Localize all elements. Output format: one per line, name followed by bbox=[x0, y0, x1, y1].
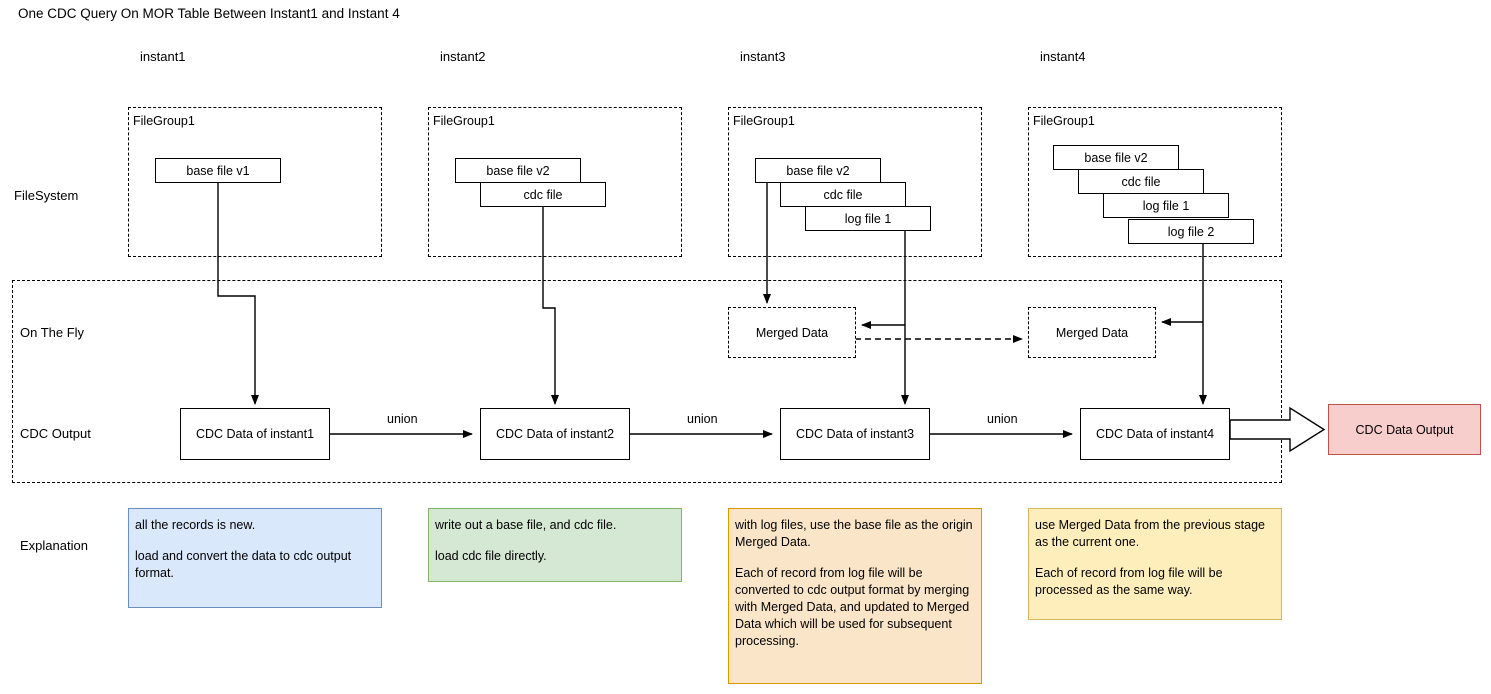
explanation-box-instant4: use Merged Data from the previous stage … bbox=[1028, 508, 1282, 620]
cdc-node-instant4[interactable]: CDC Data of instant4 bbox=[1080, 408, 1230, 460]
file-group-instant4: FileGroup1 bbox=[1028, 107, 1282, 257]
file-box-base-file-v2[interactable]: base file v2 bbox=[755, 158, 881, 183]
file-group-title: FileGroup1 bbox=[133, 114, 195, 128]
file-group-instant3: FileGroup1 bbox=[728, 107, 982, 257]
merged-data-box-instant4[interactable]: Merged Data bbox=[1028, 307, 1156, 358]
explanation-paragraph: Each of record from log file will be pro… bbox=[1035, 566, 1223, 597]
cdc-node-instant3[interactable]: CDC Data of instant3 bbox=[780, 408, 930, 460]
explanation-paragraph: Each of record from log file will be con… bbox=[735, 566, 970, 648]
column-header-instant1: instant1 bbox=[140, 49, 186, 64]
explanation-paragraph: with log files, use the base file as the… bbox=[735, 518, 973, 549]
file-box-cdc-file[interactable]: cdc file bbox=[1078, 169, 1204, 194]
union-label-1: union bbox=[385, 412, 420, 426]
explanation-paragraph: write out a base file, and cdc file. bbox=[435, 518, 617, 532]
file-box-base-file-v1[interactable]: base file v1 bbox=[155, 158, 281, 183]
explanation-paragraph: all the records is new. bbox=[135, 518, 256, 532]
onthefly-cdcoutput-container bbox=[12, 280, 1282, 483]
explanation-paragraph: load cdc file directly. bbox=[435, 549, 547, 563]
file-box-cdc-file[interactable]: cdc file bbox=[780, 182, 906, 207]
explanation-box-instant1: all the records is new. load and convert … bbox=[128, 508, 382, 608]
explanation-paragraph: load and convert the data to cdc output … bbox=[135, 549, 352, 580]
cdc-data-output-box[interactable]: CDC Data Output bbox=[1328, 404, 1481, 455]
row-label-filesystem: FileSystem bbox=[14, 188, 79, 203]
column-header-instant4: instant4 bbox=[1040, 49, 1086, 64]
explanation-paragraph: use Merged Data from the previous stage … bbox=[1035, 518, 1265, 549]
merged-data-box-instant3[interactable]: Merged Data bbox=[728, 307, 856, 358]
row-label-explanation: Explanation bbox=[20, 538, 88, 553]
page-title: One CDC Query On MOR Table Between Insta… bbox=[18, 6, 400, 21]
file-group-title: FileGroup1 bbox=[1033, 114, 1095, 128]
row-label-on-the-fly: On The Fly bbox=[20, 325, 85, 340]
column-header-instant2: instant2 bbox=[440, 49, 486, 64]
union-label-3: union bbox=[985, 412, 1020, 426]
file-group-title: FileGroup1 bbox=[433, 114, 495, 128]
cdc-node-instant2[interactable]: CDC Data of instant2 bbox=[480, 408, 630, 460]
cdc-node-instant1[interactable]: CDC Data of instant1 bbox=[180, 408, 330, 460]
file-box-base-file-v2[interactable]: base file v2 bbox=[1053, 145, 1179, 170]
file-box-base-file-v2[interactable]: base file v2 bbox=[455, 158, 581, 183]
file-box-log-file-1[interactable]: log file 1 bbox=[805, 206, 931, 231]
column-header-instant3: instant3 bbox=[740, 49, 786, 64]
file-group-title: FileGroup1 bbox=[733, 114, 795, 128]
file-box-log-file-2[interactable]: log file 2 bbox=[1128, 219, 1254, 244]
explanation-box-instant2: write out a base file, and cdc file. load… bbox=[428, 508, 682, 582]
row-label-cdc-output: CDC Output bbox=[20, 426, 91, 441]
explanation-box-instant3: with log files, use the base file as the… bbox=[728, 508, 982, 684]
union-label-2: union bbox=[685, 412, 720, 426]
file-box-cdc-file[interactable]: cdc file bbox=[480, 182, 606, 207]
file-box-log-file-1[interactable]: log file 1 bbox=[1103, 193, 1229, 218]
